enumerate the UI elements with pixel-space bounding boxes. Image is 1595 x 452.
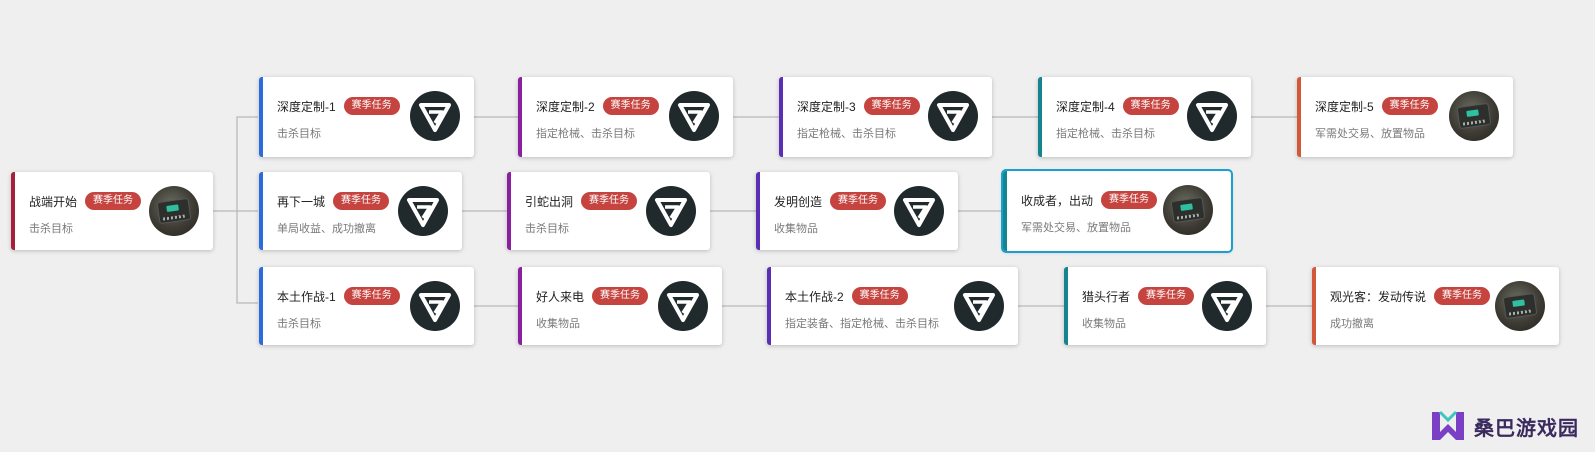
- task-subtitle: 击杀目标: [277, 318, 321, 330]
- task-subtitle: 击杀目标: [525, 223, 569, 235]
- task-node-4[interactable]: 深度定制-4 赛季任务 指定枪械、击杀目标: [1038, 77, 1251, 157]
- task-subtitle: 收集物品: [774, 223, 818, 235]
- watermark-text: 桑巴游戏园: [1474, 417, 1579, 440]
- task-title: 深度定制-4: [1056, 99, 1115, 114]
- task-title: 深度定制-5: [1315, 99, 1374, 114]
- task-node-11[interactable]: 好人来电赛季任务 收集物品: [518, 267, 722, 345]
- task-subtitle: 收集物品: [1082, 318, 1126, 330]
- season-task-badge: 赛季任务: [863, 97, 920, 115]
- task-subtitle: 击杀目标: [277, 128, 321, 140]
- season-task-badge: 赛季任务: [1381, 97, 1438, 115]
- task-title: 深度定制-2: [536, 99, 595, 114]
- season-task-badge: 赛季任务: [1101, 191, 1158, 209]
- g-logo-icon: [410, 281, 460, 331]
- task-node-7[interactable]: 引蛇出洞赛季任务 击杀目标: [507, 172, 710, 250]
- g-logo-icon: [658, 281, 708, 331]
- task-node-8[interactable]: 发明创造赛季任务 收集物品: [756, 172, 958, 250]
- task-title: 收成者，出动: [1021, 193, 1094, 208]
- season-task-badge: 赛季任务: [343, 97, 400, 115]
- season-task-badge: 赛季任务: [851, 287, 908, 305]
- task-title: 战端开始: [29, 194, 78, 209]
- task-subtitle: 成功撤离: [1330, 318, 1374, 330]
- task-node-3[interactable]: 深度定制-3 赛季任务 指定枪械、击杀目标: [779, 77, 992, 157]
- season-task-badge: 赛季任务: [592, 287, 649, 305]
- task-node-5[interactable]: 深度定制-5 赛季任务 军需处交易、放置物品: [1297, 77, 1513, 157]
- task-title: 猎头行者: [1082, 289, 1131, 304]
- task-title: 观光客：发动传说: [1330, 289, 1427, 304]
- sangba-logo-icon: [1432, 410, 1464, 440]
- task-node-14[interactable]: 观光客：发动传说赛季任务 成功撤离: [1312, 267, 1559, 345]
- task-node-6[interactable]: 再下一城赛季任务 单局收益、成功撤离: [259, 172, 462, 250]
- g-logo-icon: [954, 281, 1004, 331]
- season-task-badge: 赛季任务: [581, 192, 638, 210]
- task-title: 引蛇出洞: [525, 194, 574, 209]
- task-node-13[interactable]: 猎头行者赛季任务 收集物品: [1064, 267, 1266, 345]
- season-task-badge: 赛季任务: [830, 192, 887, 210]
- season-task-badge: 赛季任务: [1138, 287, 1195, 305]
- g-logo-icon: [894, 186, 944, 236]
- task-node-12[interactable]: 本土作战-2 赛季任务 指定装备、指定枪械、击杀目标: [767, 267, 1018, 345]
- task-title: 好人来电: [536, 289, 585, 304]
- task-title: 深度定制-1: [277, 99, 336, 114]
- device-photo-icon: [149, 186, 199, 236]
- season-task-badge: 赛季任务: [85, 192, 142, 210]
- task-node-1[interactable]: 深度定制-1 赛季任务 击杀目标: [259, 77, 474, 157]
- task-title: 本土作战-1: [277, 289, 336, 304]
- device-photo-icon: [1163, 185, 1213, 235]
- task-subtitle: 收集物品: [536, 318, 580, 330]
- g-logo-icon: [1187, 91, 1237, 141]
- task-title: 本土作战-2: [785, 289, 844, 304]
- g-logo-icon: [669, 91, 719, 141]
- task-subtitle: 指定枪械、击杀目标: [536, 128, 635, 140]
- task-subtitle: 单局收益、成功撤离: [277, 223, 376, 235]
- g-logo-icon: [646, 186, 696, 236]
- task-node-2[interactable]: 深度定制-2 赛季任务 指定枪械、击杀目标: [518, 77, 733, 157]
- task-subtitle: 军需处交易、放置物品: [1021, 222, 1131, 234]
- season-task-badge: 赛季任务: [1434, 287, 1491, 305]
- watermark-logo: 桑巴游戏园: [1428, 406, 1579, 446]
- task-title: 深度定制-3: [797, 99, 856, 114]
- task-subtitle: 指定枪械、击杀目标: [1056, 128, 1155, 140]
- task-title: 再下一城: [277, 194, 326, 209]
- season-task-badge: 赛季任务: [333, 192, 390, 210]
- task-node-9-selected[interactable]: 收成者，出动赛季任务 军需处交易、放置物品: [1001, 169, 1233, 253]
- task-title: 发明创造: [774, 194, 823, 209]
- g-logo-icon: [1202, 281, 1252, 331]
- device-photo-icon: [1495, 281, 1545, 331]
- g-logo-icon: [398, 186, 448, 236]
- season-task-badge: 赛季任务: [602, 97, 659, 115]
- g-logo-icon: [928, 91, 978, 141]
- device-photo-icon: [1449, 91, 1499, 141]
- task-subtitle: 军需处交易、放置物品: [1315, 128, 1425, 140]
- season-task-badge: 赛季任务: [1122, 97, 1179, 115]
- task-subtitle: 击杀目标: [29, 223, 73, 235]
- task-subtitle: 指定枪械、击杀目标: [797, 128, 896, 140]
- season-task-badge: 赛季任务: [343, 287, 400, 305]
- task-node-10[interactable]: 本土作战-1 赛季任务 击杀目标: [259, 267, 474, 345]
- g-logo-icon: [410, 91, 460, 141]
- task-node-root[interactable]: 战端开始赛季任务 击杀目标: [11, 172, 213, 250]
- task-subtitle: 指定装备、指定枪械、击杀目标: [785, 318, 939, 330]
